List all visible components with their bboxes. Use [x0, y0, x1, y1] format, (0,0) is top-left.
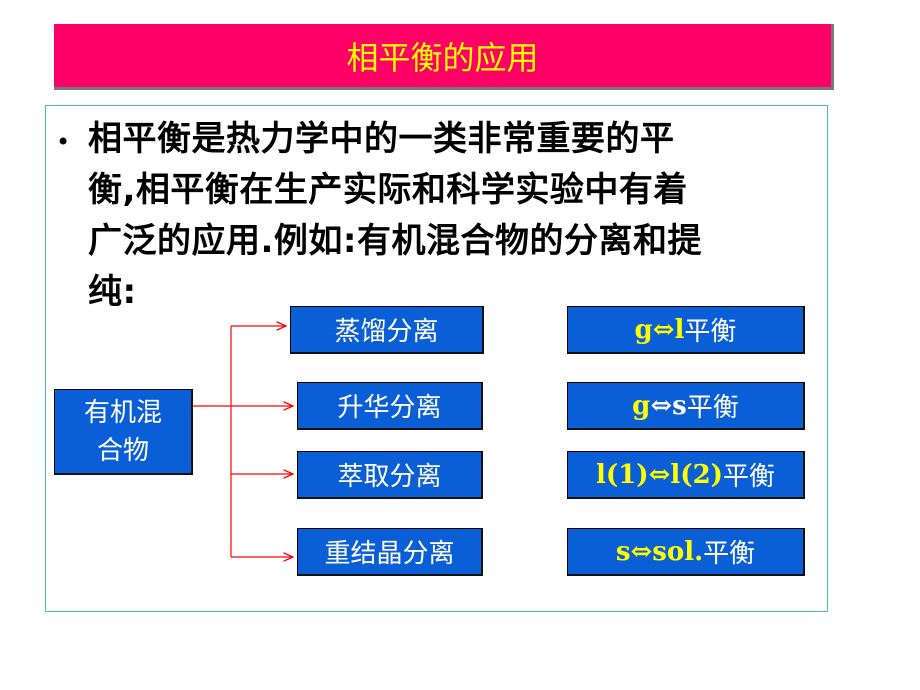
source-line-2: 合物: [96, 435, 149, 466]
equilibrium-box-liquid-liquid: l(1)⇔ l(2)平衡: [567, 451, 805, 499]
method-box-sublimation: 升华分离: [297, 382, 483, 430]
eq-left: g: [634, 314, 653, 345]
method-label: 萃取分离: [337, 462, 442, 492]
method-label: 重结晶分离: [324, 539, 455, 569]
eq-left: g: [632, 390, 651, 421]
eq-suffix: 平衡: [722, 462, 775, 492]
eq-right: s: [672, 390, 687, 421]
source-box: 有机混 合物: [54, 389, 193, 475]
double-arrow-icon: ⇔: [650, 390, 673, 421]
eq-right: l: [674, 314, 685, 345]
double-arrow-icon: ⇔: [630, 536, 653, 567]
eq-right: l(2): [670, 459, 723, 490]
equilibrium-box-solid-solution: s⇔sol.平衡: [567, 528, 805, 576]
eq-suffix: 平衡: [703, 539, 756, 569]
eq-suffix: 平衡: [684, 317, 737, 347]
method-label: 升华分离: [337, 393, 442, 423]
bullet-icon: •: [56, 128, 71, 156]
content-frame: [45, 105, 828, 612]
slide-title: 相平衡的应用: [346, 38, 539, 77]
bullet-line-3: 广泛的应用.例如:有机混合物的分离和提: [88, 221, 703, 261]
eq-right: sol.: [652, 536, 704, 567]
eq-left: s: [615, 536, 631, 567]
eq-suffix: 平衡: [686, 393, 739, 423]
title-bar: 相平衡的应用: [54, 24, 834, 90]
double-arrow-icon: ⇔: [648, 459, 671, 490]
bullet-line-4: 纯:: [88, 272, 137, 312]
method-box-extraction: 萃取分离: [297, 451, 483, 499]
source-line-1: 有机混: [83, 397, 162, 428]
double-arrow-icon: ⇔: [652, 314, 675, 345]
method-box-recrystallization: 重结晶分离: [297, 528, 483, 576]
eq-left: l(1): [596, 459, 649, 490]
equilibrium-box-gas-liquid: g⇔ l 平衡: [567, 306, 805, 354]
bullet-line-2: 衡,相平衡在生产实际和科学实验中有着: [88, 170, 688, 210]
method-label: 蒸馏分离: [334, 317, 439, 347]
method-box-distillation: 蒸馏分离: [290, 306, 484, 354]
bullet-line-1: 相平衡是热力学中的一类非常重要的平: [88, 119, 675, 159]
bullet-paragraph: 相平衡是热力学中的一类非常重要的平 衡,相平衡在生产实际和科学实验中有着 广泛的…: [88, 114, 818, 318]
